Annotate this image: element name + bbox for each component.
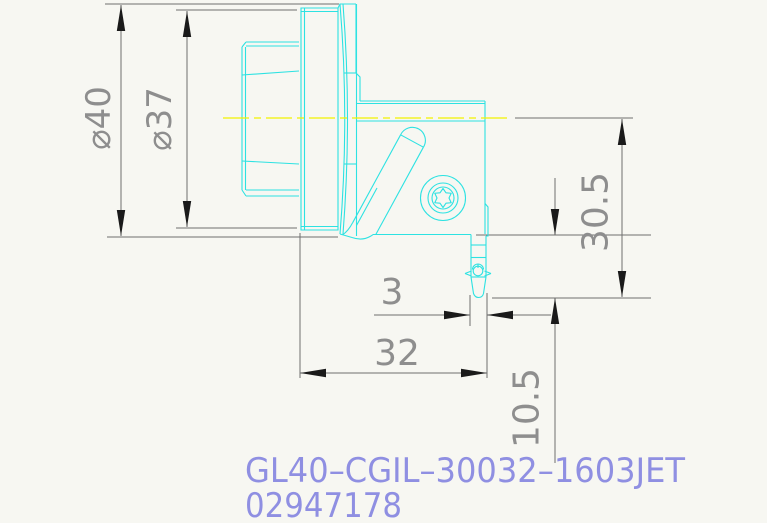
- dim-body-diameter-label: ⌀37: [140, 87, 180, 151]
- flange: [337, 3, 374, 240]
- dim-head-length-label: 32: [374, 333, 420, 374]
- dim-center-to-tip-label: 30.5: [576, 172, 617, 252]
- extension-lines: [105, 3, 651, 378]
- dim-outer-diameter-label: ⌀40: [79, 86, 119, 150]
- dim-insert-width-label: 3: [381, 272, 404, 313]
- dimension-arrows: [116, 5, 627, 378]
- insert-blade: [464, 234, 492, 299]
- rear-shank: [241, 41, 300, 197]
- body-cylinder: [300, 7, 339, 231]
- part-number-text: GL40–CGIL–30032–1603JET: [245, 451, 685, 491]
- clamp-screw: [419, 174, 467, 222]
- clamp-slot: [342, 126, 426, 236]
- tool-head: [356, 100, 489, 237]
- dim-tip-offset-label: 10.5: [507, 368, 548, 448]
- order-number-text: 02947178: [245, 486, 402, 523]
